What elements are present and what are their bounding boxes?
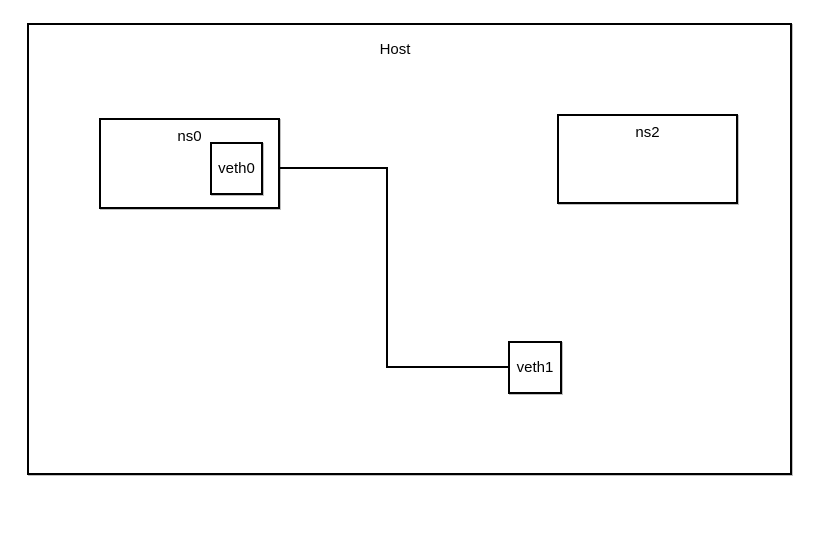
node-host-label: Host	[379, 41, 411, 58]
node-host	[27, 23, 792, 475]
node-veth0: veth0	[210, 142, 263, 195]
node-ns0-label: ns0	[177, 128, 202, 145]
node-ns2: ns2	[557, 114, 738, 204]
node-veth0-label: veth0	[218, 160, 255, 177]
node-veth1: veth1	[508, 341, 562, 394]
node-veth1-label: veth1	[516, 359, 554, 376]
node-ns2-label: ns2	[635, 124, 660, 141]
